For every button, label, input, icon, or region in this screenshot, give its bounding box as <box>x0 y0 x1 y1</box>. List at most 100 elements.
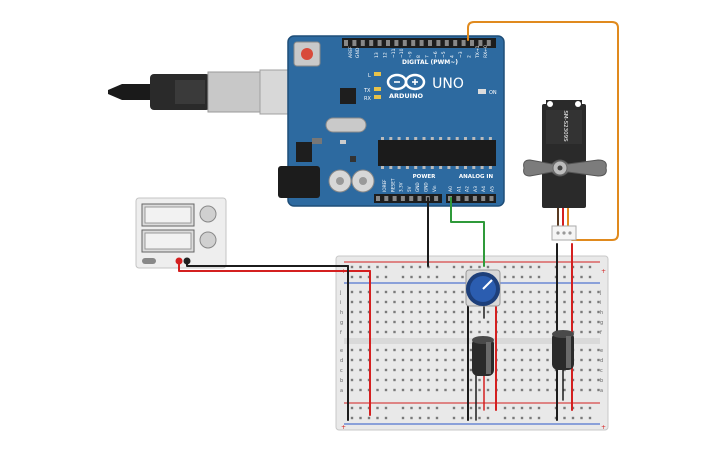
usb-cable <box>108 69 297 115</box>
power-pin-label: GND <box>415 182 420 192</box>
power-pin-label: GND <box>424 182 429 192</box>
atmega-chip <box>378 140 496 166</box>
row-letter: h <box>600 310 603 316</box>
header-pin[interactable] <box>481 196 486 201</box>
rail-plus-top-right: + <box>601 268 606 275</box>
supply-terminal-positive[interactable] <box>175 257 183 265</box>
wire-supply-ground <box>186 260 349 267</box>
row-letter: j <box>339 290 341 296</box>
supply-knob-current[interactable] <box>199 231 217 249</box>
header-pin[interactable] <box>417 196 422 201</box>
header-pin[interactable] <box>434 196 439 201</box>
potentiometer[interactable] <box>465 269 501 307</box>
digital-pin-label: 7 <box>424 55 430 58</box>
digital-pin-label: 8 <box>416 55 422 58</box>
digital-pin-label: ~6 <box>433 51 439 58</box>
row-letter: d <box>340 358 343 364</box>
led-rx-label: RX <box>364 96 371 102</box>
header-pin[interactable] <box>472 196 477 201</box>
row-letter: c <box>600 368 603 374</box>
supply-knob-voltage[interactable] <box>199 205 217 223</box>
row-letter: h <box>340 310 343 316</box>
analog-pin-label: A3 <box>473 186 479 192</box>
aref-label: AREF <box>348 46 354 58</box>
header-pin[interactable] <box>376 196 380 201</box>
header-pin[interactable] <box>428 40 432 46</box>
wire-supply-positive <box>178 262 371 272</box>
led-rx <box>374 95 381 99</box>
analog-pin-label: A0 <box>448 186 454 192</box>
wires <box>178 21 619 421</box>
servo-model-label: SM-S2309S <box>562 110 568 142</box>
header-pin[interactable] <box>456 196 461 201</box>
analog-pin-label: A4 <box>481 186 487 192</box>
header-pin[interactable] <box>486 40 491 46</box>
analog-pin-label: A2 <box>465 186 471 192</box>
row-letter: b <box>340 378 343 384</box>
header-pin[interactable] <box>402 40 407 46</box>
row-letter: i <box>600 300 601 306</box>
header-pin[interactable] <box>352 40 357 46</box>
servo-motor: SM-S2309S <box>523 100 607 241</box>
header-pin[interactable] <box>436 40 441 46</box>
header-pin[interactable] <box>464 196 469 201</box>
led-l <box>374 72 381 76</box>
brand-label: ARDUINO <box>389 92 424 100</box>
header-pin[interactable] <box>386 40 390 46</box>
power-pin-label: 5V <box>407 186 412 192</box>
digital-pin-label: RX←0 <box>483 45 489 58</box>
on-label: ON <box>489 90 497 96</box>
digital-pin-label: 13 <box>374 52 380 58</box>
rail-plus-bottom: + <box>341 424 346 431</box>
power-label: POWER <box>413 174 437 180</box>
header-pin[interactable] <box>489 196 494 201</box>
digital-pin-label: 12 <box>382 52 388 58</box>
digital-label: DIGITAL (PWM~) <box>402 59 458 66</box>
power-header <box>374 194 442 203</box>
power-pin-label: RESET <box>390 178 395 192</box>
model-label: UNO <box>432 76 464 92</box>
header-pin[interactable] <box>453 40 458 46</box>
digital-pin-label: ~3 <box>458 51 464 58</box>
row-letter: e <box>600 348 603 354</box>
power-pin-label: 3.3V <box>399 182 404 192</box>
header-pin[interactable] <box>392 196 397 201</box>
row-letter: f <box>340 330 342 336</box>
header-pin[interactable] <box>369 40 374 46</box>
digital-pin-label: ~10 <box>399 48 405 58</box>
header-pin[interactable] <box>470 40 474 46</box>
header-pin[interactable] <box>344 40 348 46</box>
rail-plus-bottom-right: + <box>601 424 606 431</box>
header-pin[interactable] <box>360 40 365 46</box>
header-pin[interactable] <box>394 40 399 46</box>
gnd-label: GND <box>355 47 361 58</box>
digital-pin-label: 4 <box>450 55 456 58</box>
header-pin[interactable] <box>478 40 483 46</box>
header-pin[interactable] <box>444 40 449 46</box>
row-letter: g <box>340 320 343 326</box>
arduino-logo-icon <box>386 73 426 91</box>
header-pin[interactable] <box>400 196 405 201</box>
digital-pin-label: 2 <box>466 55 472 58</box>
power-supply <box>135 197 227 269</box>
header-pin[interactable] <box>384 196 389 201</box>
header-pin[interactable] <box>377 40 382 46</box>
led-tx <box>374 87 381 91</box>
row-letter: b <box>600 378 603 384</box>
row-letter: j <box>599 290 601 296</box>
digital-pin-label: ~9 <box>408 51 414 58</box>
row-letter: d <box>600 358 603 364</box>
digital-pin-label: ~5 <box>441 51 447 58</box>
header-pin[interactable] <box>419 40 424 46</box>
electrolytic-capacitor-1 <box>472 336 494 376</box>
header-pin[interactable] <box>409 196 414 201</box>
analog-pin-label: A1 <box>456 186 462 192</box>
header-pin[interactable] <box>461 40 466 46</box>
analog-label: ANALOG IN <box>459 174 494 180</box>
digital-pin-label: TX→1 <box>475 45 481 59</box>
header-pin[interactable] <box>411 40 416 46</box>
row-letter: c <box>340 368 343 374</box>
